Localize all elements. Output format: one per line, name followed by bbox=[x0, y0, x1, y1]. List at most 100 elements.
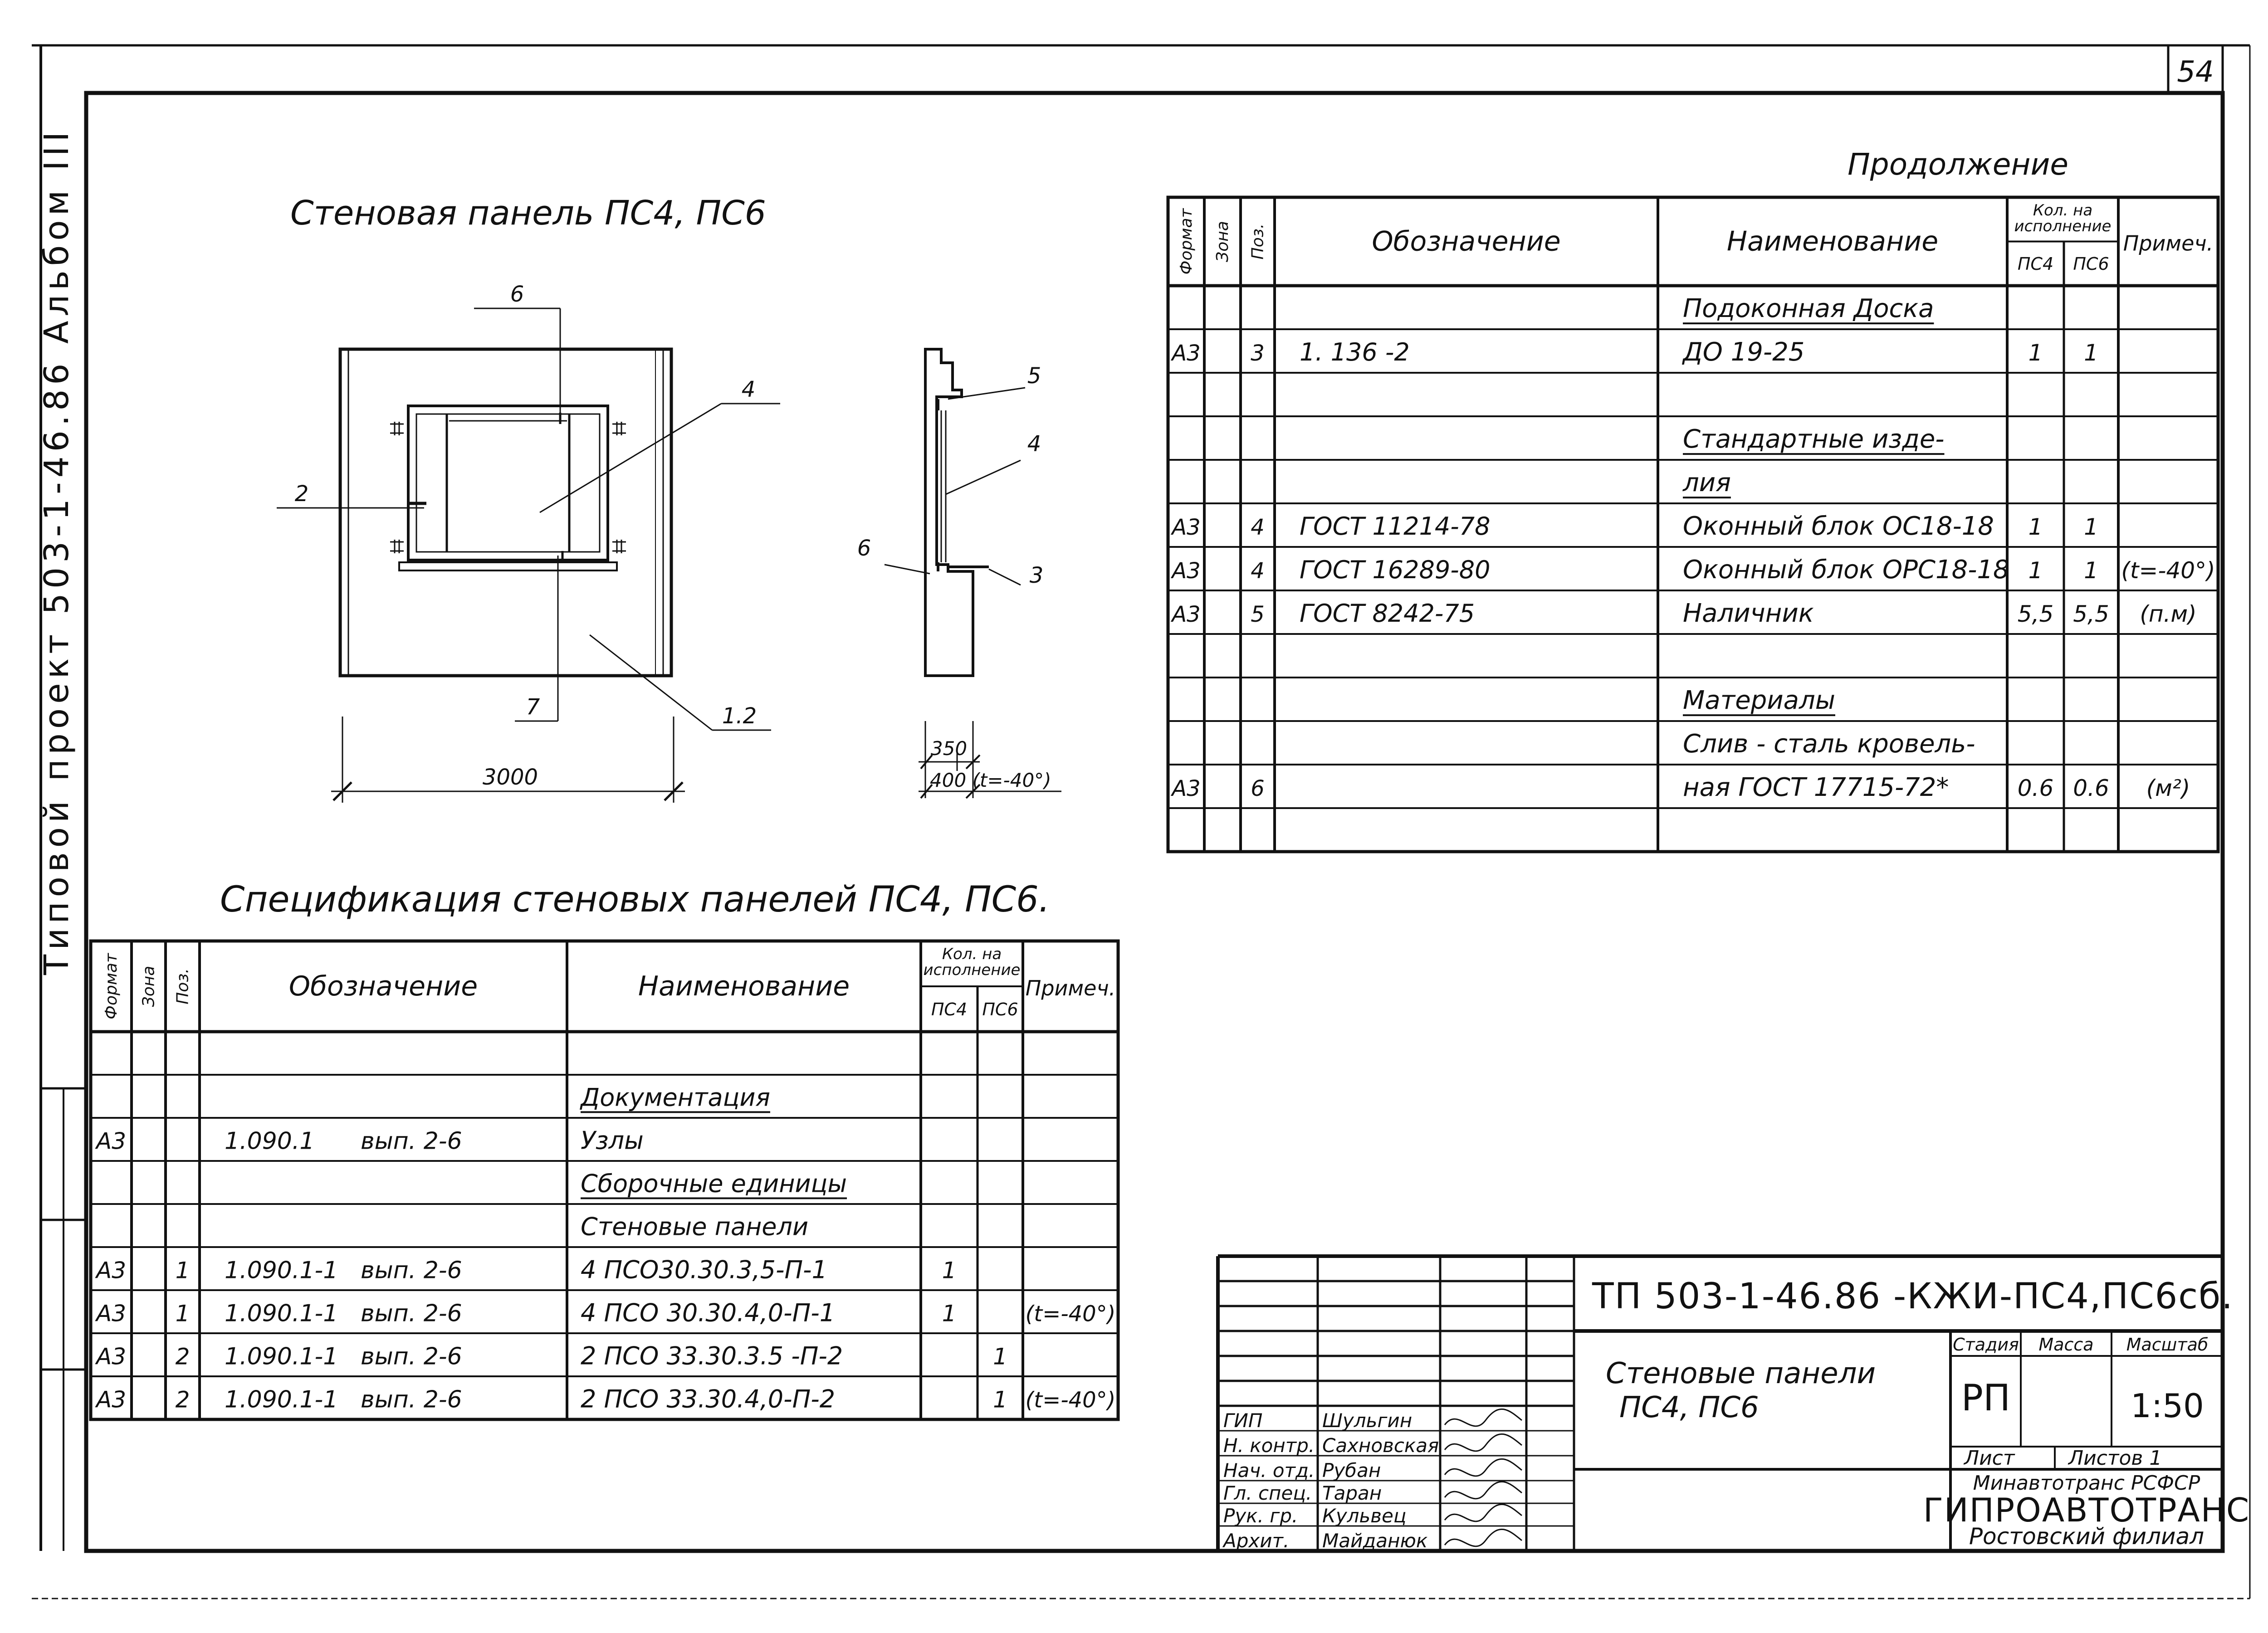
right-cell-ps6: 0.6 bbox=[2073, 775, 2109, 801]
left-header-zone: Зона bbox=[140, 966, 158, 1007]
left-cell-format: А3 bbox=[95, 1386, 126, 1413]
left-row: Документация bbox=[580, 1083, 770, 1113]
right-cell-note: (м²) bbox=[2146, 775, 2190, 801]
right-header-format: Формат bbox=[1177, 208, 1196, 274]
left-row: Стеновые панели bbox=[581, 1212, 808, 1241]
left-cell-format: А3 bbox=[95, 1257, 126, 1283]
panel-elevation bbox=[277, 307, 780, 803]
right-cell-name: Слив - сталь кровель- bbox=[1683, 729, 1975, 759]
right-row: Слив - сталь кровель- bbox=[1683, 729, 1975, 759]
table-frame bbox=[1166, 195, 2220, 853]
main-frame bbox=[84, 91, 2225, 1553]
signature-mark bbox=[1444, 1503, 1522, 1522]
signatory-name: Кульвец bbox=[1322, 1505, 1406, 1527]
signatory-role: Гл. спец. bbox=[1223, 1482, 1312, 1504]
org-line-3: Ростовский филиал bbox=[1969, 1523, 2204, 1550]
left-cell-designation: 1.090.1-1 bbox=[225, 1300, 338, 1327]
right-cell-ps4: 0.6 bbox=[2018, 775, 2054, 801]
section-callout-4: 4 bbox=[1027, 431, 1041, 457]
left-cell-pos: 1 bbox=[176, 1300, 190, 1326]
left-header-note: Примеч. bbox=[1026, 976, 1116, 1000]
signatory-role: Н. контр. bbox=[1223, 1434, 1315, 1457]
right-cell-ps4: 1 bbox=[2028, 514, 2043, 540]
right-cell-name: Стандартные изде- bbox=[1683, 424, 1945, 454]
callout-4: 4 bbox=[742, 377, 756, 402]
left-cell-name: Узлы bbox=[581, 1126, 644, 1155]
right-cell-name: Оконный блок ОРС18-18 bbox=[1683, 555, 2009, 585]
right-cell-format: А3 bbox=[1170, 558, 1200, 584]
width-dimension: 3000 bbox=[483, 765, 538, 790]
spec-title: Спецификация стеновых панелей ПС4, ПС6. bbox=[220, 879, 1050, 920]
signatory-name: Майданюк bbox=[1322, 1530, 1428, 1552]
right-cell-ps6: 1 bbox=[2084, 557, 2098, 584]
left-cell-issue: вып. 2-6 bbox=[361, 1300, 462, 1327]
section-dimension-400: 400 (t=-40°) bbox=[930, 769, 1051, 791]
left-cell-name: 2 ПСО 33.30.4,0-П-2 bbox=[581, 1384, 835, 1413]
left-header-ps4: ПС4 bbox=[931, 999, 967, 1019]
left-cell-format: А3 bbox=[95, 1128, 126, 1154]
signatory-name: Рубан bbox=[1322, 1459, 1381, 1482]
left-cell-issue: вып. 2-6 bbox=[361, 1127, 462, 1155]
continuation-label: Продолжение bbox=[1848, 147, 2068, 182]
left-cell-name: 4 ПСО 30.30.4,0-П-1 bbox=[581, 1298, 835, 1327]
right-cell-format: А3 bbox=[1170, 602, 1200, 627]
left-cell-name: Документация bbox=[580, 1083, 770, 1111]
left-cell-pos: 1 bbox=[176, 1257, 190, 1283]
left-cell-ps6: 1 bbox=[993, 1343, 1007, 1370]
right-header-designation: Обозначение bbox=[1372, 226, 1560, 258]
table-frame bbox=[89, 939, 1120, 1421]
right-cell-name: Материалы bbox=[1683, 686, 1835, 715]
right-cell-designation: 1. 136 -2 bbox=[1300, 338, 1410, 366]
right-cell-ps6: 1 bbox=[2084, 340, 2098, 366]
right-cell-name: Наличник bbox=[1683, 599, 1814, 628]
left-cell-name: Стеновые панели bbox=[581, 1212, 808, 1241]
sheet-label: Лист bbox=[1963, 1447, 2015, 1470]
right-cell-name: ДО 19-25 bbox=[1681, 337, 1804, 367]
left-cell-issue: вып. 2-6 bbox=[361, 1386, 462, 1413]
right-cell-designation: ГОСТ 16289-80 bbox=[1300, 556, 1490, 584]
right-cell-note: (п.м) bbox=[2140, 601, 2196, 627]
right-header-ps4: ПС4 bbox=[2018, 254, 2053, 274]
right-cell-name: Подоконная Доска bbox=[1683, 294, 1934, 323]
left-cell-format: А3 bbox=[95, 1300, 126, 1326]
right-cell-pos: 3 bbox=[1251, 341, 1265, 366]
signatory-role: Архит. bbox=[1222, 1530, 1289, 1552]
stage-label: Стадия bbox=[1953, 1335, 2019, 1355]
left-cell-format: А3 bbox=[95, 1343, 126, 1370]
org-line-1: Минавтотранс РСФСР bbox=[1973, 1472, 2200, 1495]
right-header-note: Примеч. bbox=[2123, 231, 2214, 256]
right-header-ps6: ПС6 bbox=[2073, 254, 2109, 274]
right-cell-designation: ГОСТ 11214-78 bbox=[1300, 512, 1490, 541]
left-row: Сборочные единицы bbox=[581, 1169, 847, 1199]
sheets-label: Листов 1 bbox=[2068, 1447, 2162, 1470]
stage-value: РП bbox=[1961, 1377, 2010, 1419]
right-cell-format: А3 bbox=[1170, 776, 1200, 801]
signatory-role: ГИП bbox=[1223, 1409, 1262, 1432]
section-callout-6: 6 bbox=[857, 536, 871, 561]
drawing-name-line-2: ПС4, ПС6 bbox=[1619, 1391, 1759, 1424]
scale-label: Масштаб bbox=[2126, 1335, 2209, 1355]
left-cell-pos: 2 bbox=[176, 1386, 190, 1413]
signature-mark bbox=[1444, 1408, 1522, 1427]
right-cell-ps4: 1 bbox=[2028, 340, 2043, 366]
left-cell-name: 4 ПСО30.30.3,5-П-1 bbox=[581, 1255, 827, 1284]
callout-7: 7 bbox=[526, 694, 540, 720]
right-cell-pos: 6 bbox=[1251, 776, 1265, 801]
right-header-qty-2: исполнение bbox=[2014, 217, 2112, 235]
sheet-number: 54 bbox=[2177, 55, 2214, 89]
left-cell-pos: 2 bbox=[176, 1343, 190, 1370]
right-cell-ps6: 1 bbox=[2084, 514, 2098, 540]
right-cell-pos: 4 bbox=[1251, 558, 1265, 584]
signature-mark bbox=[1444, 1458, 1522, 1477]
signature-mark bbox=[1444, 1433, 1522, 1452]
left-header-designation: Обозначение bbox=[289, 970, 478, 1002]
left-cell-ps4: 1 bbox=[942, 1257, 957, 1283]
left-cell-designation: 1.090.1-1 bbox=[225, 1257, 338, 1284]
